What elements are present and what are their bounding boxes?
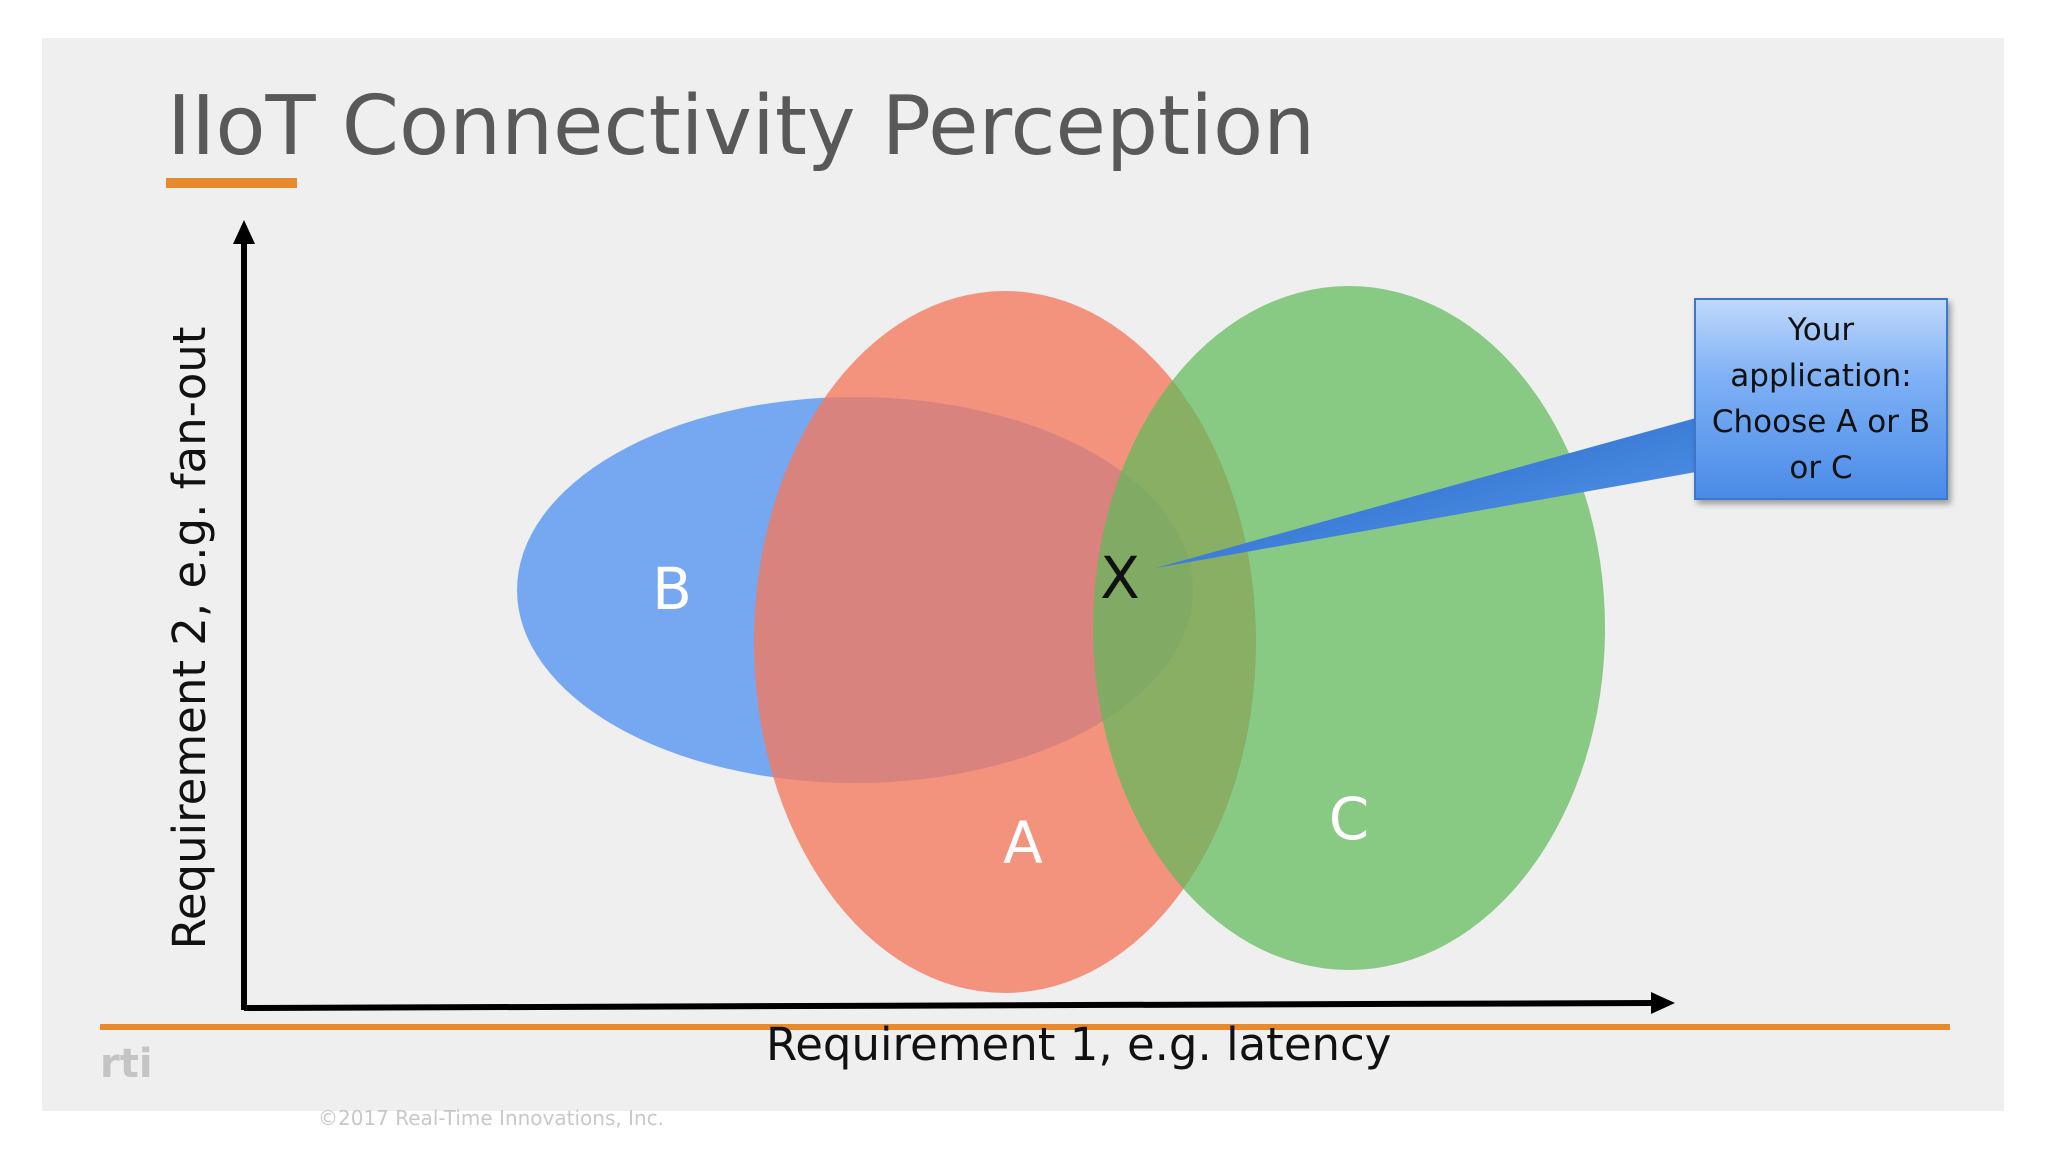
y-axis-arrowhead [233, 220, 255, 244]
callout-pointer [1156, 418, 1696, 568]
slide-title: IIoT Connectivity Perception [167, 79, 1316, 174]
rti-logo: rti [100, 1041, 153, 1087]
x-axis-label-container: Requirement 1, e.g. latency [42, 1000, 2048, 1080]
x-axis-arrowhead [1651, 992, 1675, 1014]
callout-text: Your application: Choose A or B or C [1696, 307, 1946, 491]
callout-line-4: or C [1789, 450, 1853, 486]
ellipse-label-b: B [652, 555, 692, 623]
title-underline [166, 178, 297, 188]
footer-accent-line [100, 1024, 1950, 1030]
x-axis-label: Requirement 1, e.g. latency [766, 1018, 1392, 1071]
ellipse-label-a: A [1003, 809, 1043, 877]
copyright-notice: ©2017 Real-Time Innovations, Inc. [318, 1106, 665, 1130]
y-axis-label: Requirement 2, e.g. fan-out [163, 327, 216, 950]
ellipse-label-c: C [1329, 785, 1370, 853]
x-axis-line [243, 1000, 1656, 1011]
callout-line-1: Your [1787, 312, 1855, 348]
application-callout: Your application: Choose A or B or C [1694, 298, 1948, 500]
ellipse-c [1093, 286, 1605, 970]
callout-line-2: application: [1730, 358, 1912, 394]
callout-line-3: Choose A or B [1711, 404, 1931, 440]
application-point-x: X [1100, 544, 1140, 612]
